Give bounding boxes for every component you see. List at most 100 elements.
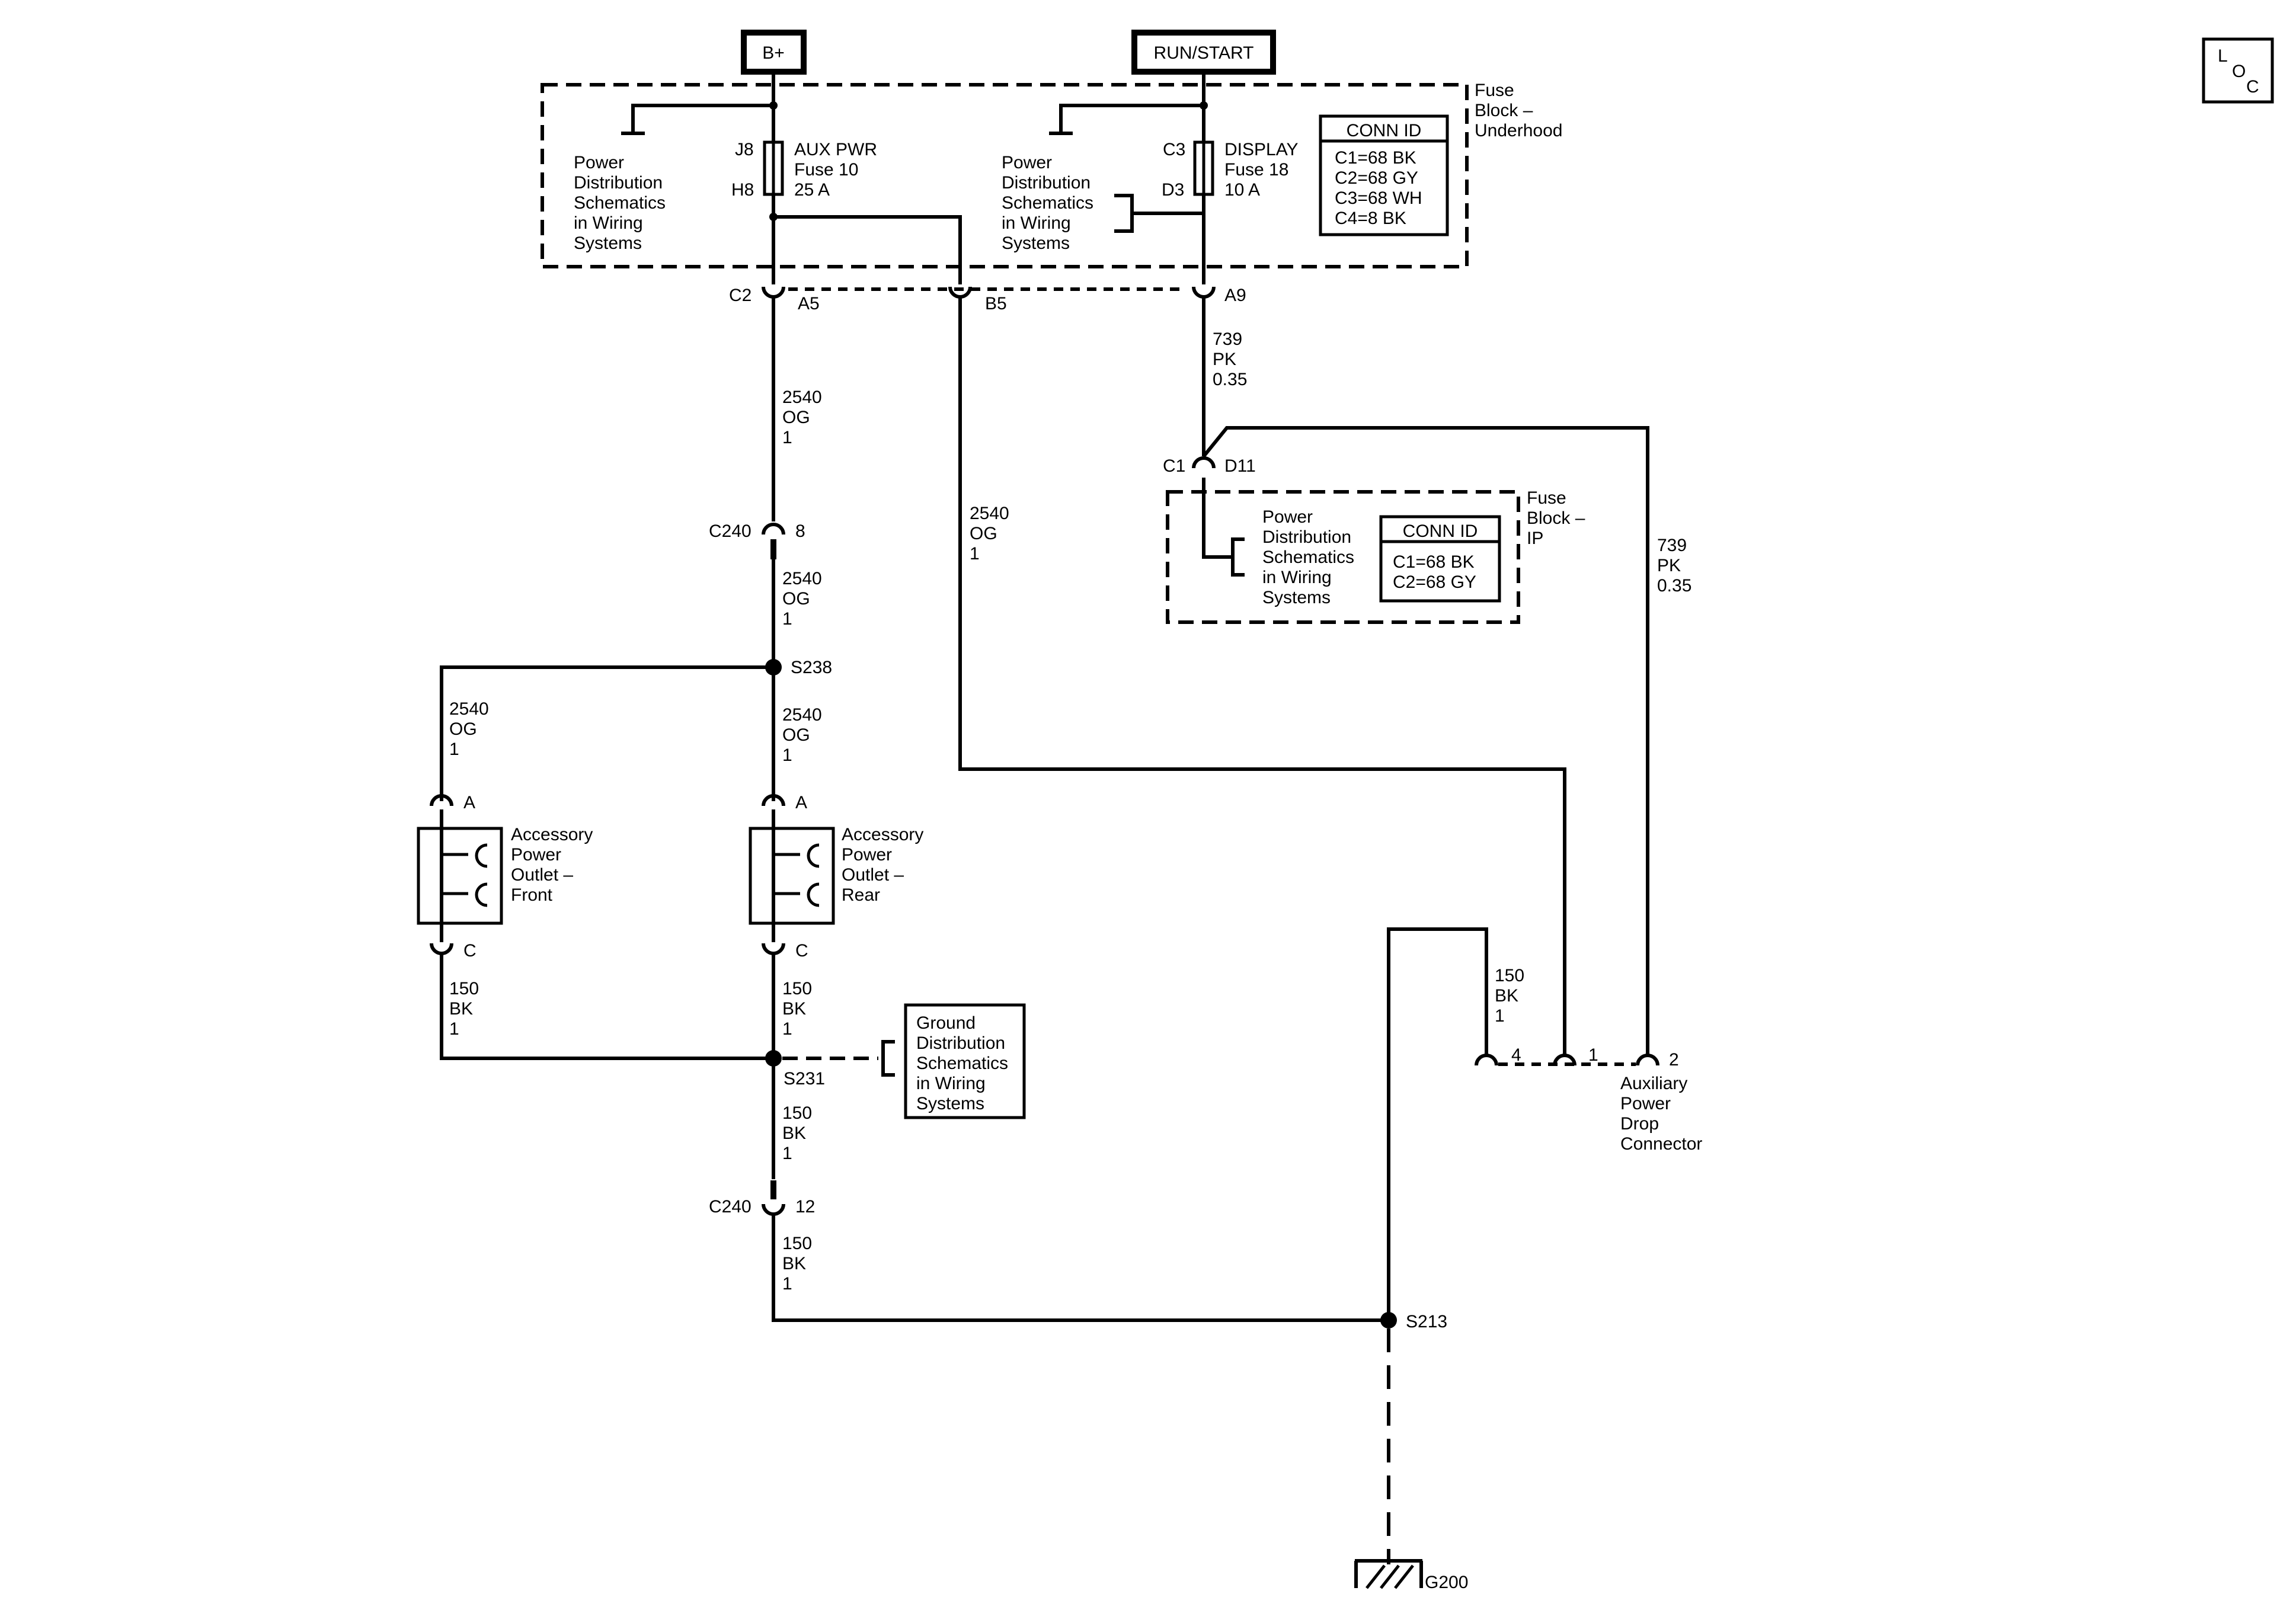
svg-text:739: 739 — [1657, 536, 1687, 555]
wire-150-rear-label: 150 BK 1 — [782, 979, 812, 1039]
wire-2540-front-label: 2540 OG 1 — [449, 699, 489, 759]
svg-text:Drop: Drop — [1620, 1114, 1659, 1134]
terminal-a5 — [762, 286, 785, 299]
svg-text:AUX PWR: AUX PWR — [794, 140, 877, 159]
fuse-block-underhood-outline — [541, 83, 1469, 268]
terminal-a9-label: A9 — [1224, 286, 1246, 305]
svg-text:Ground: Ground — [916, 1013, 976, 1033]
fuse-block-underhood-title: Fuse Block – Underhood — [1475, 81, 1562, 140]
wire-2540-b5-label: 2540 OG 1 — [970, 504, 1009, 564]
loc-badge: L O C — [2202, 37, 2274, 104]
svg-text:A: A — [463, 793, 475, 812]
svg-text:1: 1 — [970, 544, 980, 564]
terminal-c1-label: C1 — [1163, 456, 1185, 476]
svg-text:0.35: 0.35 — [1213, 370, 1247, 389]
svg-text:Accessory: Accessory — [511, 825, 593, 844]
svg-text:Accessory: Accessory — [842, 825, 923, 844]
accessory-power-outlet-front: A C Accessory Power Outlet – Front — [417, 793, 593, 961]
svg-text:OG: OG — [449, 719, 477, 739]
svg-text:1: 1 — [782, 1274, 792, 1294]
svg-text:D3: D3 — [1162, 180, 1184, 200]
conn-id-underhood: CONN ID C1=68 BK C2=68 GY C3=68 WH C4=8 … — [1319, 114, 1449, 236]
svg-text:C3=68 WH: C3=68 WH — [1335, 188, 1422, 208]
wire-739-right-label: 739 PK 0.35 — [1657, 536, 1691, 596]
svg-text:4: 4 — [1511, 1045, 1521, 1065]
svg-text:Schematics: Schematics — [1002, 193, 1093, 213]
svg-text:1: 1 — [782, 609, 792, 629]
svg-text:in Wiring: in Wiring — [1002, 213, 1071, 233]
wire-150-c240-label: 150 BK 1 — [782, 1234, 812, 1294]
svg-text:Underhood: Underhood — [1475, 121, 1562, 140]
svg-text:in Wiring: in Wiring — [1262, 568, 1332, 587]
wire-150-s231-label: 150 BK 1 — [782, 1103, 812, 1163]
svg-text:Block –: Block – — [1475, 101, 1533, 120]
svg-text:in Wiring: in Wiring — [574, 213, 643, 233]
svg-text:Distribution: Distribution — [1002, 173, 1091, 193]
fuse-block-ip-title: Fuse Block – IP — [1527, 488, 1585, 548]
accessory-power-outlet-rear: A C Accessory Power Outlet – Rear — [749, 793, 923, 961]
svg-text:J8: J8 — [735, 140, 754, 159]
loc-letter-l: L — [2218, 46, 2228, 66]
ground-g200: G200 — [1354, 1559, 1468, 1592]
svg-text:C: C — [463, 941, 477, 961]
svg-text:A: A — [795, 793, 807, 812]
svg-text:150: 150 — [782, 1103, 812, 1123]
power-dist-stub-2 — [1059, 104, 1204, 133]
wire-2540-b-label: 2540 OG 1 — [782, 569, 822, 629]
run-start-label: RUN/START — [1154, 43, 1254, 63]
b-plus-source: B+ — [741, 30, 807, 75]
terminal-b5-label: B5 — [985, 294, 1007, 313]
svg-text:Auxiliary: Auxiliary — [1620, 1074, 1687, 1093]
svg-text:Fuse: Fuse — [1527, 488, 1566, 508]
svg-text:Power: Power — [1262, 507, 1313, 527]
svg-text:150: 150 — [782, 979, 812, 998]
svg-text:10 A: 10 A — [1224, 180, 1260, 200]
svg-text:Power: Power — [1620, 1094, 1671, 1113]
svg-text:2540: 2540 — [449, 699, 489, 719]
run-start-source: RUN/START — [1131, 30, 1276, 75]
svg-text:C1=68 BK: C1=68 BK — [1393, 552, 1475, 572]
terminal-c2-label: C2 — [729, 286, 752, 305]
drop-pin-1 — [1553, 1054, 1576, 1066]
terminal-a9 — [1192, 286, 1216, 299]
svg-text:1: 1 — [782, 1144, 792, 1163]
fuse-block-ip-outline — [1166, 490, 1520, 624]
svg-text:1: 1 — [782, 428, 792, 447]
svg-text:25 A: 25 A — [794, 180, 830, 200]
svg-text:Systems: Systems — [1002, 233, 1070, 253]
svg-text:Fuse 10: Fuse 10 — [794, 160, 858, 180]
connector-c240-pin-12 — [762, 1204, 785, 1216]
svg-text:Systems: Systems — [574, 233, 642, 253]
svg-text:1: 1 — [782, 745, 792, 765]
aux-pwr-fuse: J8 H8 AUX PWR Fuse 10 25 A — [731, 140, 877, 200]
ground-g200-label: G200 — [1425, 1573, 1468, 1592]
svg-text:2540: 2540 — [782, 705, 822, 725]
svg-text:in Wiring: in Wiring — [916, 1074, 986, 1093]
svg-text:Outlet –: Outlet – — [842, 865, 904, 885]
splice-s213-label: S213 — [1406, 1312, 1447, 1331]
svg-text:2540: 2540 — [970, 504, 1009, 523]
svg-text:Distribution: Distribution — [1262, 527, 1351, 547]
svg-text:Schematics: Schematics — [574, 193, 666, 213]
svg-text:OG: OG — [782, 589, 810, 609]
svg-text:Fuse 18: Fuse 18 — [1224, 160, 1288, 180]
svg-text:C1=68 BK: C1=68 BK — [1335, 148, 1416, 168]
svg-text:OG: OG — [782, 725, 810, 745]
svg-text:C2=68 GY: C2=68 GY — [1335, 168, 1418, 188]
connector-c240-pin-8 — [762, 523, 785, 535]
terminal-a5-label: A5 — [798, 294, 820, 313]
svg-text:0.35: 0.35 — [1657, 576, 1691, 596]
svg-text:2: 2 — [1669, 1050, 1679, 1070]
splice-s238-label: S238 — [791, 658, 832, 677]
c240-top-pin: 8 — [795, 521, 805, 541]
display-fuse: C3 D3 DISPLAY Fuse 18 10 A — [1162, 140, 1299, 200]
drop-pin-2 — [1636, 1054, 1659, 1066]
wire-739-top-label: 739 PK 0.35 — [1213, 329, 1247, 389]
c240-bottom-pin: 12 — [795, 1197, 815, 1217]
svg-text:IP: IP — [1527, 529, 1543, 548]
power-dist-ref-2: Power Distribution Schematics in Wiring … — [1002, 153, 1093, 253]
svg-text:Schematics: Schematics — [916, 1054, 1008, 1073]
svg-text:Systems: Systems — [916, 1094, 984, 1113]
power-dist-ref-ip: Power Distribution Schematics in Wiring … — [1262, 507, 1354, 607]
